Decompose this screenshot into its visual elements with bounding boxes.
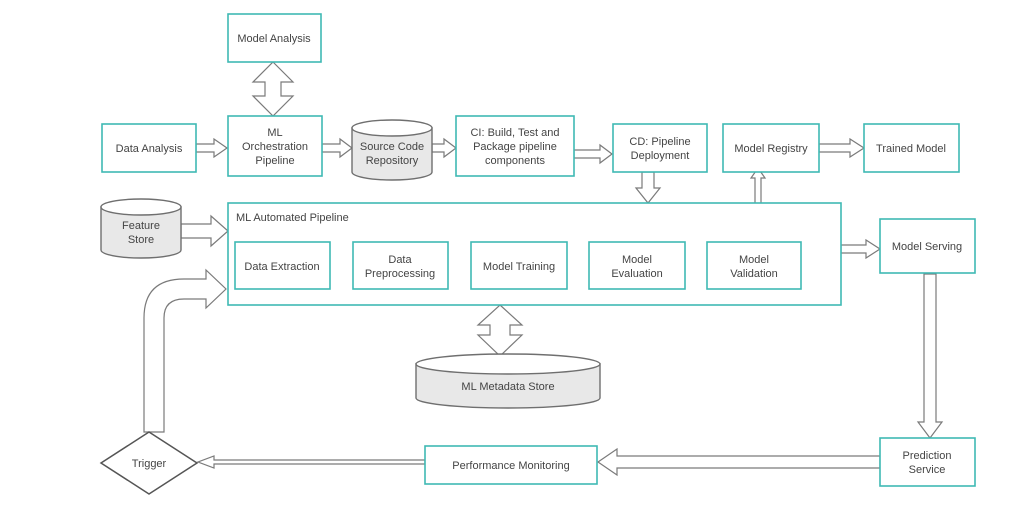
data-extraction-box <box>234 241 331 290</box>
model-training-box <box>470 241 568 290</box>
ml-orchestration-box <box>227 115 323 177</box>
arrow-pipeline-serving <box>840 238 882 260</box>
trained-model-box <box>863 123 960 173</box>
arrow-registry-trained-model <box>818 137 866 159</box>
trigger-label: Trigger <box>132 458 167 470</box>
ml-automated-pipeline-label: ML Automated Pipeline <box>236 212 349 224</box>
model-validation-box <box>706 241 802 290</box>
prediction-service-box <box>879 437 976 487</box>
arrow-pipeline-metadata <box>476 304 524 357</box>
ci-box <box>455 115 575 177</box>
arrow-orchestration-repository <box>321 137 353 159</box>
ml-metadata-store-label: ML Metadata Store <box>461 381 554 393</box>
data-analysis-label: Data Analysis <box>116 143 183 155</box>
trained-model-label: Trained Model <box>876 143 946 155</box>
arrow-ci-cd <box>573 143 613 165</box>
arrow-serving-prediction <box>916 273 944 439</box>
performance-monitoring-label: Performance Monitoring <box>452 460 569 472</box>
feature-store-cylinder <box>100 198 182 259</box>
arrow-trigger-pipeline <box>143 268 227 433</box>
model-registry-label: Model Registry <box>734 143 808 155</box>
model-training-label: Model Training <box>483 261 555 273</box>
model-analysis-label: Model Analysis <box>237 33 311 45</box>
cd-box <box>612 123 708 173</box>
model-analysis-box <box>227 13 322 63</box>
data-preprocessing-box <box>352 241 449 290</box>
data-extraction-label: Data Extraction <box>244 261 319 273</box>
model-registry-box <box>722 123 820 173</box>
arrow-feature-store-pipeline <box>180 214 229 248</box>
data-analysis-box <box>101 123 197 173</box>
ml-metadata-store-cylinder <box>415 353 601 409</box>
model-serving-label: Model Serving <box>892 241 962 253</box>
trigger-diamond <box>99 431 199 495</box>
arrow-prediction-monitoring <box>596 447 881 477</box>
arrow-data-analysis-orchestration <box>195 137 229 159</box>
arrow-repository-ci <box>431 137 457 159</box>
arrow-cd-pipeline <box>634 171 662 204</box>
performance-monitoring-box <box>424 445 598 485</box>
source-code-repository-cylinder <box>351 119 433 181</box>
model-evaluation-box <box>588 241 686 290</box>
arrow-monitoring-trigger <box>196 455 426 469</box>
model-serving-box <box>879 218 976 274</box>
arrow-model-analysis-orchestration <box>251 61 295 117</box>
